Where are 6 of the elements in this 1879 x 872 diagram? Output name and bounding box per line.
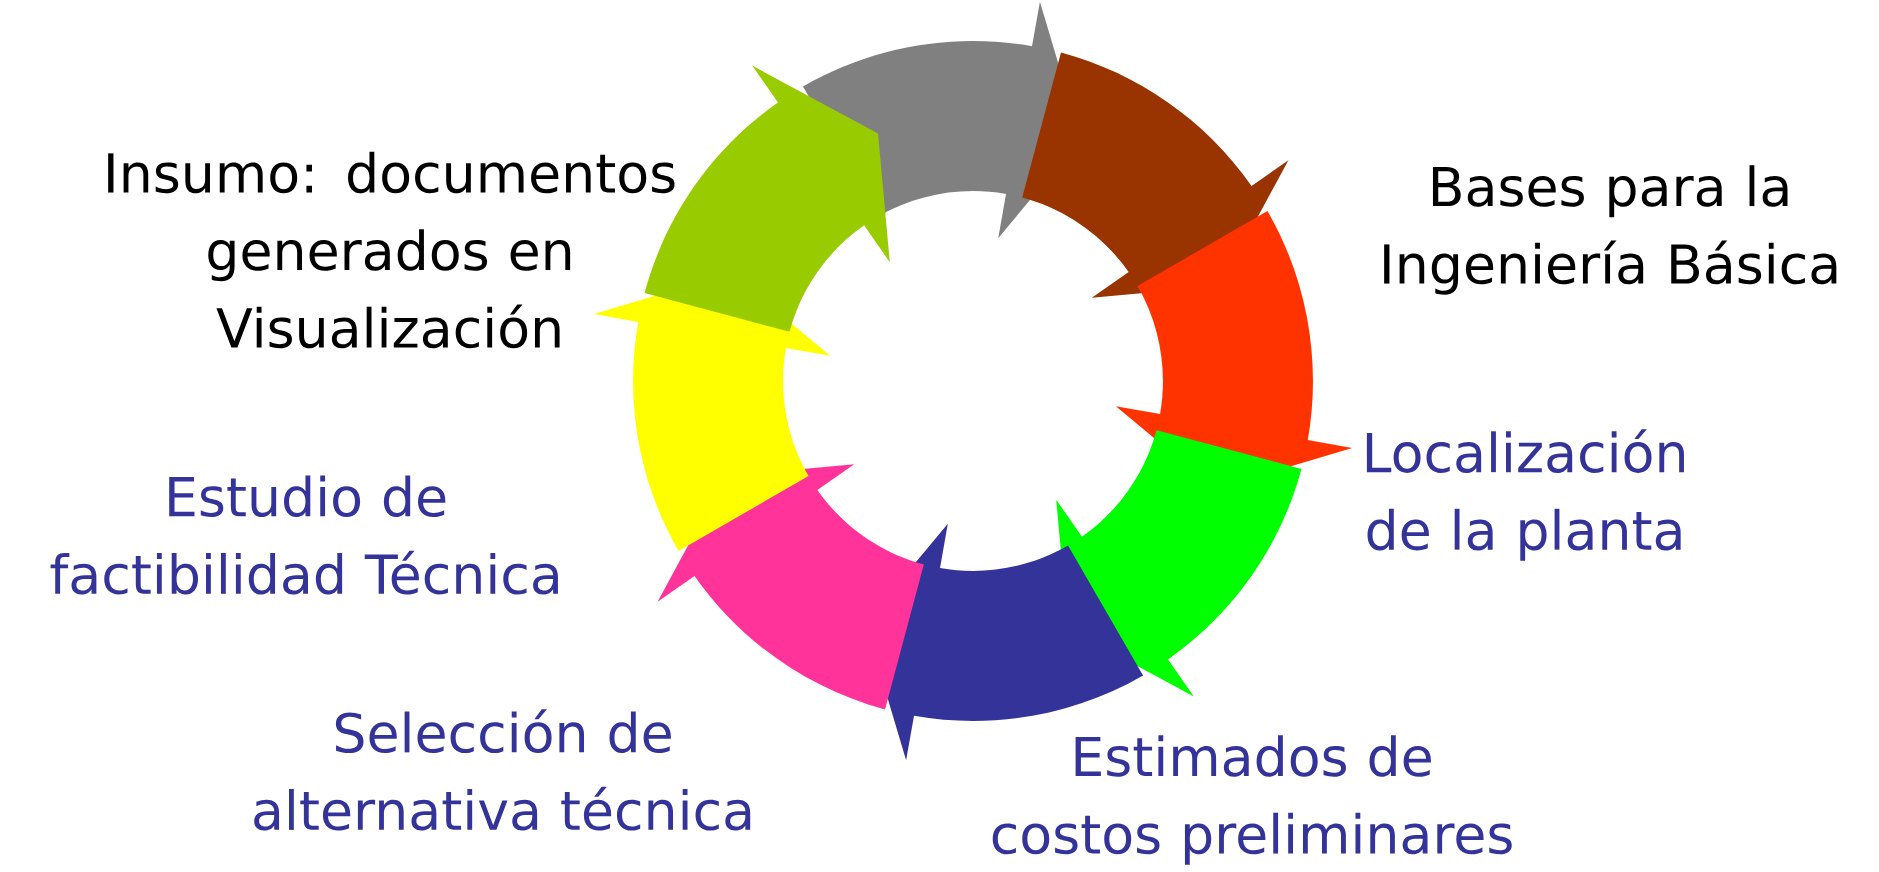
step-label: Insumo: documentos generados en Visualización (108, 151, 675, 349)
step-label: Bases para la Ingeniería Básica (1384, 165, 1837, 295)
step-label: Estimados de costos preliminares (992, 735, 1512, 865)
step-label: Estudio de factibilidad Técnica (50, 475, 558, 595)
step-label: Localización de la planta (1366, 429, 1684, 561)
step-label: Selección de alternativa técnica (254, 709, 751, 831)
